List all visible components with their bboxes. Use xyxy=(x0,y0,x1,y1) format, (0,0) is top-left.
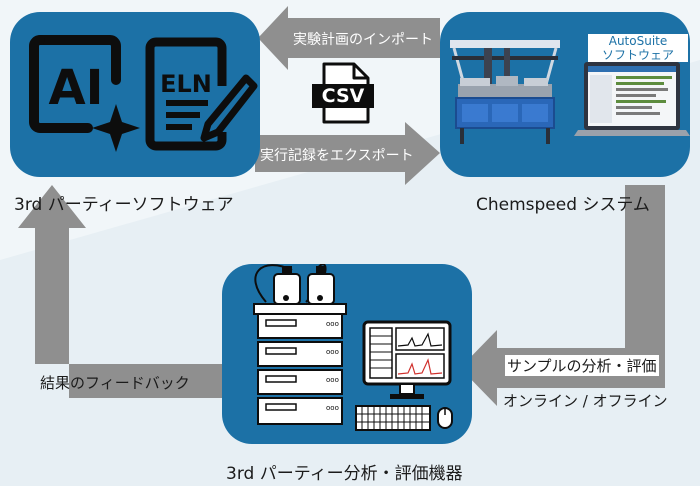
svg-text:ooo: ooo xyxy=(326,348,339,356)
csv-file-icon: CSV xyxy=(310,62,376,124)
svg-text:ooo: ooo xyxy=(326,404,339,412)
instrument-box-art: ooo ooo ooo ooo xyxy=(253,264,453,431)
autosuite-label: AutoSuite ソフトウェア xyxy=(588,34,688,62)
instrument-caption: 3rd パーティー分析・評価機器 xyxy=(226,464,463,484)
laptop-icon xyxy=(574,62,690,136)
mouse-icon xyxy=(437,407,453,429)
autosuite-label-line2: ソフトウェア xyxy=(601,48,674,62)
import-arrow-label: 実験計画のインポート xyxy=(293,32,433,48)
csv-label: CSV xyxy=(321,85,365,107)
analysis-arrow xyxy=(460,185,665,406)
ai-sparkle-icon: AI xyxy=(29,35,140,152)
ai-label: AI xyxy=(48,60,103,116)
software-caption: 3rd パーティーソフトウェア xyxy=(14,195,234,215)
eln-label: ELN xyxy=(160,70,212,98)
keyboard-icon xyxy=(355,405,431,431)
software-box-art: AI ELN xyxy=(29,35,258,152)
robot-platform-icon xyxy=(450,40,560,144)
csv-file-art xyxy=(312,62,374,124)
chemspeed-caption: Chemspeed システム xyxy=(476,195,650,215)
analysis-arrow-label-line2: オンライン / オフライン xyxy=(503,392,668,410)
monitor-chart-icon xyxy=(362,320,452,399)
export-arrow-label: 実行記録をエクスポート xyxy=(260,148,414,164)
software-box: AI ELN xyxy=(10,12,260,177)
eln-document-pencil-icon: ELN xyxy=(145,37,258,151)
hplc-stack-icon: ooo ooo ooo ooo xyxy=(253,264,347,425)
import-arrow xyxy=(258,6,440,70)
chemspeed-box-art xyxy=(450,40,690,144)
svg-text:ooo: ooo xyxy=(326,320,339,328)
svg-text:ooo: ooo xyxy=(326,376,339,384)
chemspeed-box: AutoSuite ソフトウェア xyxy=(440,12,690,177)
analysis-arrow-label-line1: サンプルの分析・評価 xyxy=(505,355,659,376)
export-arrow xyxy=(255,122,440,185)
feedback-arrow xyxy=(18,185,225,398)
feedback-arrow-label: 結果のフィードバック xyxy=(40,374,190,392)
instrument-box: ooo ooo ooo ooo xyxy=(222,264,472,444)
autosuite-label-line1: AutoSuite xyxy=(608,34,668,48)
